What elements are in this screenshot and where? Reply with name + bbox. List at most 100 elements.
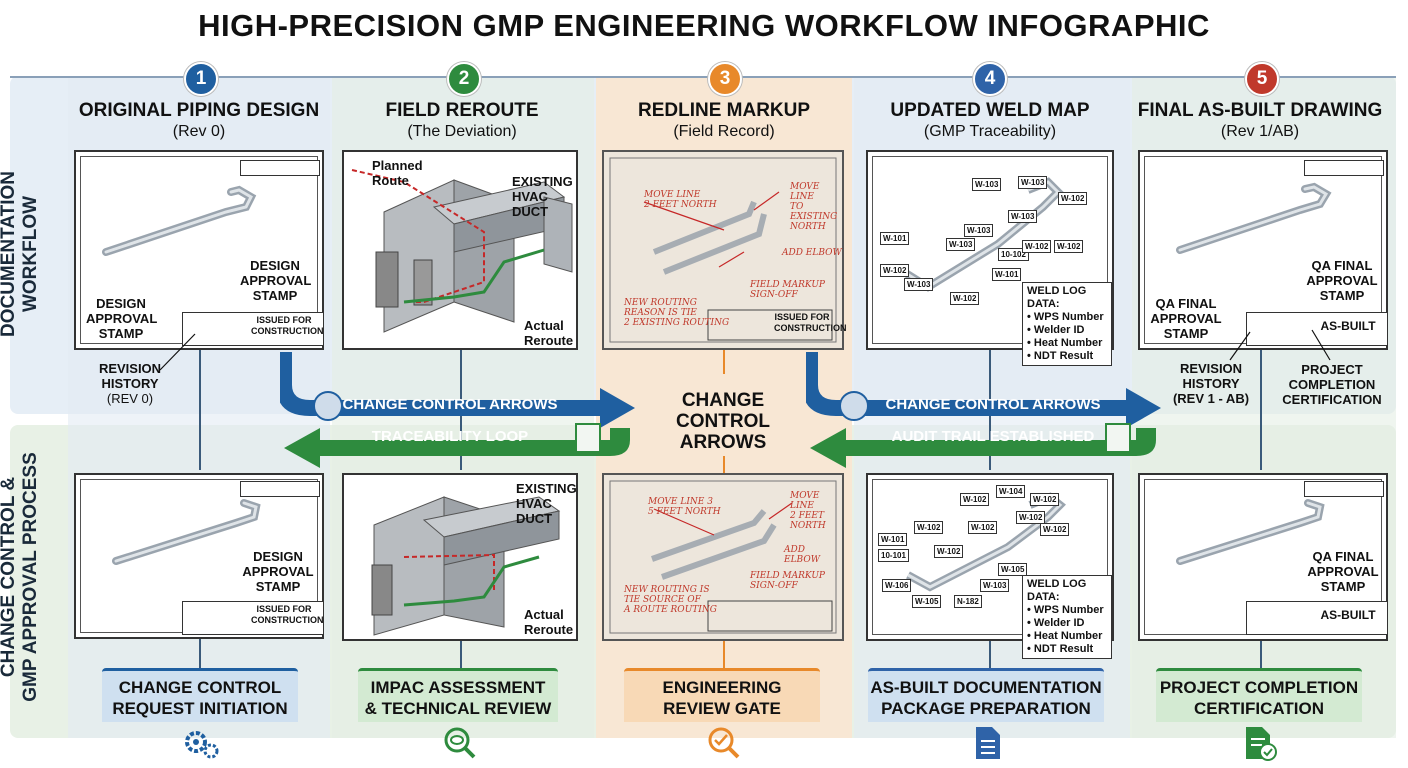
weld-log-item: • Heat Number (1027, 337, 1103, 349)
stamp-line: DESIGN (250, 258, 300, 273)
qa-line: APPROVAL (1307, 564, 1379, 579)
planned-line: Planned (372, 158, 423, 173)
hvac-line: EXISTING (512, 174, 573, 189)
actual-line: Reroute (524, 333, 574, 348)
revision-history-5-label: REVISION HISTORY (REV 1 - AB) (1166, 361, 1256, 406)
qa-final-stamp-top: QA FINAL APPROVAL STAMP (1302, 258, 1382, 303)
bottom-line: PACKAGE PREPARATION (881, 699, 1091, 718)
redline-pipe-bottom (609, 480, 837, 634)
qa-line: APPROVAL (1150, 311, 1222, 326)
as-built-package-box: AS-BUILT DOCUMENTATION PACKAGE PREPARATI… (868, 668, 1104, 722)
step-1-number: 1 (184, 62, 218, 96)
weld-tag: W-102 (914, 521, 944, 534)
weld-tag: W-103 (1008, 210, 1038, 223)
weld-tag: W-105 (998, 563, 1028, 576)
redline-note-1: MOVE LINE 2 FEET NORTH (644, 190, 717, 210)
stamp-line: STAMP (98, 326, 144, 341)
weld-tag: W-102 (960, 493, 990, 506)
step-3-title: REDLINE MARKUP (637, 100, 811, 121)
weld-tag: W-102 (1058, 192, 1088, 205)
redline-markup-sheet: MOVE LINE 2 FEET NORTH MOVE LINE TO EXIS… (602, 150, 847, 350)
redline-bottom-signoff: FIELD MARKUP SIGN-OFF (750, 571, 825, 591)
bottom-line: & TECHNICAL REVIEW (364, 699, 552, 718)
step-5-title: FINAL AS-BUILT DRAWING (1137, 100, 1383, 121)
qa-final-stamp-side: QA FINAL APPROVAL STAMP (1146, 296, 1226, 341)
audit-trail-text: AUDIT TRAIL ESTABLISHED (891, 428, 1095, 445)
connector-3b (723, 456, 725, 474)
issued-line: ISSUED FOR (774, 312, 830, 322)
cert-line: COMPLETION (1288, 377, 1376, 392)
weld-log-text: Heat Number (1033, 337, 1103, 349)
weld-log-item: • NDT Result (1027, 643, 1094, 655)
bottom-line: CERTIFICATION (1193, 699, 1324, 718)
center-line: CONTROL (676, 411, 770, 432)
weld-tag: 10-102 (998, 248, 1029, 261)
connector-1b (199, 637, 201, 669)
redline-line: NEW ROUTING IS (624, 585, 710, 595)
weld-tag: W-102 (1022, 240, 1052, 253)
redline-line: 2 FEET NORTH (644, 200, 717, 210)
stamp-line: APPROVAL (86, 311, 158, 326)
qa-line: STAMP (1163, 326, 1209, 341)
row-label-line: CHANGE CONTROL & (0, 476, 19, 678)
revision-history-label: REVISION HISTORY (REV 0) (95, 361, 165, 406)
center-line: ARROWS (679, 432, 767, 453)
qa-line: APPROVAL (1306, 273, 1378, 288)
weld-tag: N-182 (954, 595, 982, 608)
stamp-line: STAMP (255, 579, 301, 594)
hvac-line: HVAC DUCT (512, 189, 549, 219)
pipe-drawing (102, 185, 257, 256)
weld-tag: W-102 (880, 264, 910, 277)
redline-bottom-note-2: MOVE LINE 2 FEET NORTH (790, 491, 842, 531)
redline-signoff: FIELD MARKUP SIGN-OFF (750, 280, 825, 300)
weld-tag: W-103 (980, 579, 1010, 592)
qa-line: STAMP (1319, 288, 1365, 303)
weld-log-text: Welder ID (1033, 324, 1085, 336)
qa-line: QA FINAL (1311, 258, 1373, 273)
connector-4b (989, 640, 991, 668)
reroute-3d-drawing (351, 169, 573, 333)
actual-line: Reroute (524, 622, 574, 637)
stamp-line: DESIGN (96, 296, 146, 311)
row-label-line: DOCUMENTATION (0, 170, 19, 338)
bottom-line: ENGINEERING (662, 678, 782, 697)
title-block-bottom: ISSUED FOR CONSTRUCTION (182, 601, 324, 635)
weld-log-item: • WPS Number (1027, 311, 1104, 323)
redline-line: MOVE LINE (790, 491, 820, 511)
weld-log-item: • Heat Number (1027, 630, 1103, 642)
rev-line: (REV 1 - AB) (1172, 391, 1250, 406)
connector-3c (723, 640, 725, 668)
issued-bottom: ISSUED FOR CONSTRUCTION (251, 604, 324, 626)
project-completion-box: PROJECT COMPLETION CERTIFICATION (1156, 668, 1362, 722)
weld-log-item: • Welder ID (1027, 617, 1085, 629)
step-2-number: 2 (447, 62, 481, 96)
weld-log-text: WPS Number (1033, 311, 1104, 323)
planned-line: Route (372, 173, 409, 188)
design-approval-stamp-label-2: DESIGN APPROVAL STAMP (86, 296, 158, 341)
as-built-sheet: AS-BUILT (1138, 150, 1388, 350)
redline-issued: ISSUED FOR CONSTRUCTION (774, 312, 847, 334)
redline-line: TO EXISTING (790, 202, 838, 222)
step-4-title: UPDATED WELD MAP (890, 100, 1090, 121)
redline-line: 2 FEET NORTH (790, 511, 826, 531)
weld-tag: W-105 (912, 595, 942, 608)
page-title: HIGH-PRECISION GMP ENGINEERING WORKFLOW … (198, 8, 1210, 43)
issued-line: CONSTRUCTION (251, 326, 324, 336)
title-block: ISSUED FOR CONSTRUCTION (182, 312, 324, 346)
rev-line: REVISION (98, 361, 162, 376)
bottom-line: CHANGE CONTROL (118, 678, 282, 697)
impact-assessment-box: IMPAC ASSESSMENT & TECHNICAL REVIEW (358, 668, 558, 722)
issued-for-construction: ISSUED FOR CONSTRUCTION (251, 315, 324, 337)
step-3-number: 3 (708, 62, 742, 96)
step-2-title: FIELD REROUTE (385, 100, 539, 121)
as-built-label: AS-BUILT (1317, 319, 1379, 333)
qa-line: QA FINAL (1155, 296, 1217, 311)
document-check-icon (1246, 727, 1277, 761)
redline-line: A ROUTE ROUTING (624, 605, 717, 615)
bottom-line: AS-BUILT DOCUMENTATION (870, 678, 1102, 697)
issued-line: ISSUED FOR (256, 604, 312, 614)
redline-bottom-elbow: ADD ELBOW (784, 545, 820, 565)
redline-sheet-bottom: MOVE LINE 3 5 FEET NORTH MOVE LINE 2 FEE… (602, 473, 844, 641)
